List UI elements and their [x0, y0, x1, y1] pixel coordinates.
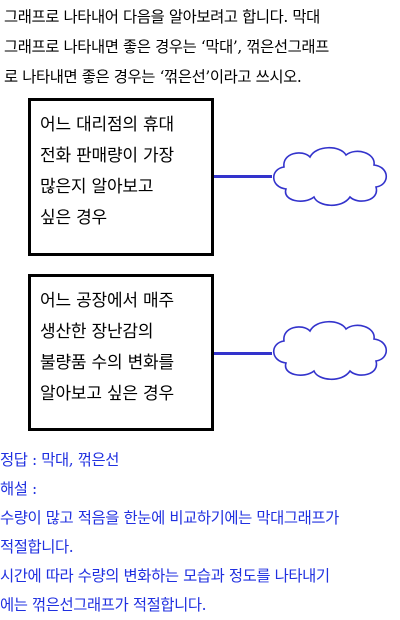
explanation-line: 시간에 따라 수량의 변화하는 모습과 정도를 나타내기 — [0, 567, 330, 585]
case-box-1-text: 어느 대리점의 휴대 전화 판매량이 가장 많은지 알아보고 싶은 경우 — [40, 110, 174, 234]
question-line: 로 나타내면 좋은 경우는 ‘꺾은선’이라고 쓰시오. — [4, 68, 302, 86]
case-box-2: 어느 공장에서 매주 생산한 장난감의 불량품 수의 변화를 알아보고 싶은 경… — [28, 274, 214, 431]
case-line: 많은지 알아보고 — [40, 177, 154, 197]
explanation-line: 에는 꺾은선그래프가 적절합니다. — [0, 596, 207, 614]
answer-cloud-1 — [272, 146, 388, 207]
case-line: 어느 공장에서 매주 — [40, 291, 174, 311]
connector-line-2 — [214, 352, 272, 355]
case-line: 싶은 경우 — [40, 208, 107, 228]
case-line: 전화 판매량이 가장 — [40, 146, 174, 166]
connector-line-1 — [214, 175, 272, 178]
explanation-label: 해설 : — [0, 480, 37, 498]
answer-line: 정답 : 막대, 꺾은선 — [0, 451, 120, 469]
case-box-1: 어느 대리점의 휴대 전화 판매량이 가장 많은지 알아보고 싶은 경우 — [28, 98, 214, 256]
answer-cloud-2 — [272, 320, 388, 381]
case-box-2-text: 어느 공장에서 매주 생산한 장난감의 불량품 수의 변화를 알아보고 싶은 경… — [40, 286, 174, 410]
explanation-line: 적절합니다. — [0, 538, 74, 556]
explanation-line: 수량이 많고 적음을 한눈에 비교하기에는 막대그래프가 — [0, 509, 339, 527]
case-line: 불량품 수의 변화를 — [40, 353, 174, 373]
case-line: 생산한 장난감의 — [40, 322, 154, 342]
question-line: 그래프로 나타내면 좋은 경우는 ‘막대’, 꺾은선그래프 — [4, 38, 329, 56]
question-line: 그래프로 나타내어 다음을 알아보려고 합니다. 막대 — [4, 8, 320, 26]
answer-section: 정답 : 막대, 꺾은선 해설 : 수량이 많고 적음을 한눈에 비교하기에는 … — [0, 446, 400, 620]
case-line: 알아보고 싶은 경우 — [40, 384, 174, 404]
case-line: 어느 대리점의 휴대 — [40, 115, 174, 135]
question-text: 그래프로 나타내어 다음을 알아보려고 합니다. 막대 그래프로 나타내면 좋은… — [4, 2, 400, 92]
